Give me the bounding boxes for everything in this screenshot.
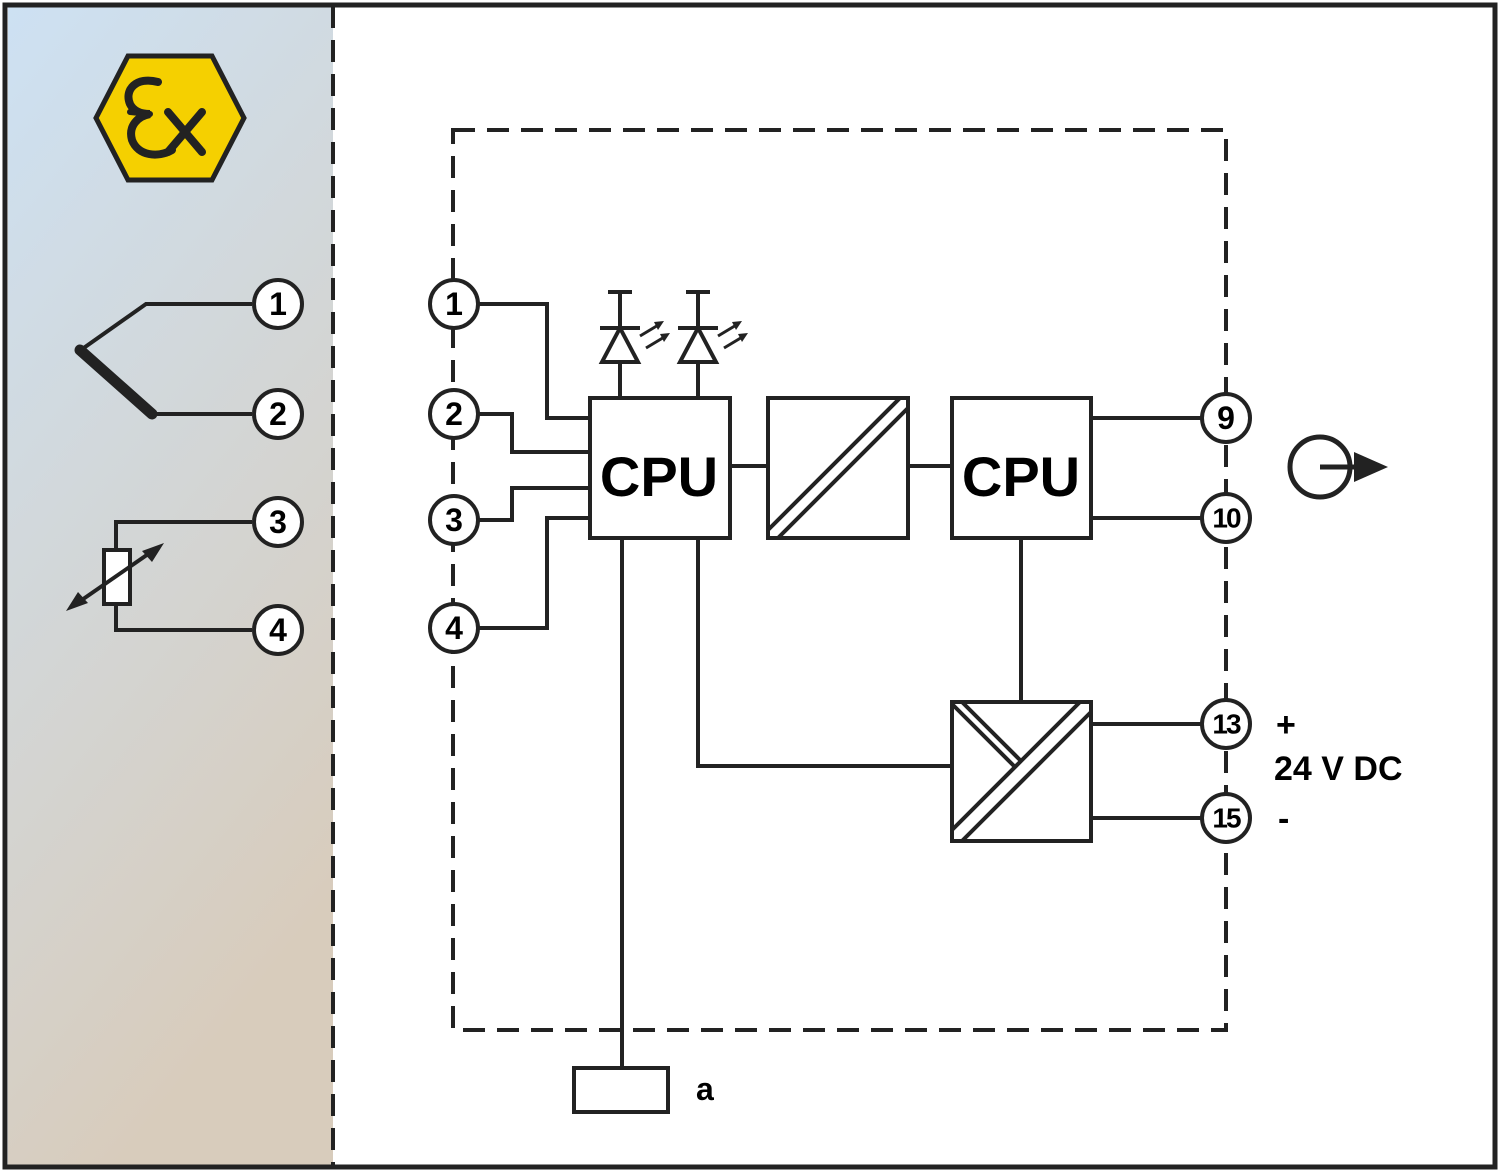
ex-hazard-symbol: [93, 53, 247, 183]
rtd-symbol: [66, 520, 252, 632]
cpu-left-label: CPU: [600, 445, 718, 508]
cpu-left-block: CPU: [588, 396, 732, 540]
module-enclosure: [451, 128, 1228, 1032]
cpu-right-block: CPU: [950, 396, 1093, 540]
supply-terminal-label: 15: [1212, 803, 1241, 834]
input-terminal-4: 4: [428, 602, 480, 654]
output-terminal-9: 9: [1200, 392, 1252, 444]
led-icon: [676, 290, 748, 398]
field-terminal-label: 2: [269, 396, 287, 432]
output-terminal-label: 9: [1217, 400, 1235, 436]
input-terminal-label: 2: [445, 396, 463, 432]
cpu-right-label: CPU: [962, 445, 1080, 508]
module-input-terminals: 1 2 3 4: [428, 278, 480, 654]
hazardous-area-panel: [8, 6, 333, 1166]
field-terminal-2: 2: [252, 388, 304, 440]
supply-terminal-label: 13: [1212, 709, 1241, 740]
field-terminal-label: 3: [269, 504, 287, 540]
supply-minus-label: -: [1278, 800, 1289, 838]
output-terminal-10: 10: [1200, 492, 1252, 544]
power-supply-block: [950, 700, 1093, 843]
input-terminal-label: 1: [445, 286, 463, 322]
led-icon: [598, 290, 670, 398]
field-terminal-3: 3: [252, 496, 304, 548]
field-terminal-label: 1: [269, 286, 287, 322]
bottom-device-box: [572, 1066, 670, 1114]
input-terminal-3: 3: [428, 494, 480, 546]
thermocouple-symbol: [74, 302, 252, 420]
field-terminals: 1 2 3 4: [252, 278, 304, 656]
supply-voltage-label: 24 V DC: [1274, 750, 1403, 788]
field-terminal-label: 4: [269, 612, 287, 648]
field-terminal-4: 4: [252, 604, 304, 656]
supply-plus-label: +: [1276, 706, 1296, 744]
supply-terminals: 13 15: [1200, 698, 1252, 844]
isolation-block: [766, 396, 910, 540]
field-terminal-1: 1: [252, 278, 304, 330]
bottom-device-label: a: [696, 1071, 714, 1107]
input-wiring: [478, 302, 590, 630]
output-terminal-label: 10: [1212, 503, 1241, 534]
input-terminal-2: 2: [428, 388, 480, 440]
output-terminals: 9 10: [1200, 392, 1252, 544]
output-signal-icon: [1287, 434, 1388, 500]
input-terminal-1: 1: [428, 278, 480, 330]
supply-terminal-13: 13: [1200, 698, 1252, 750]
input-terminal-label: 4: [445, 610, 463, 646]
internal-wiring: [620, 416, 1202, 1068]
input-terminal-label: 3: [445, 502, 463, 538]
supply-terminal-15: 15: [1200, 792, 1252, 844]
